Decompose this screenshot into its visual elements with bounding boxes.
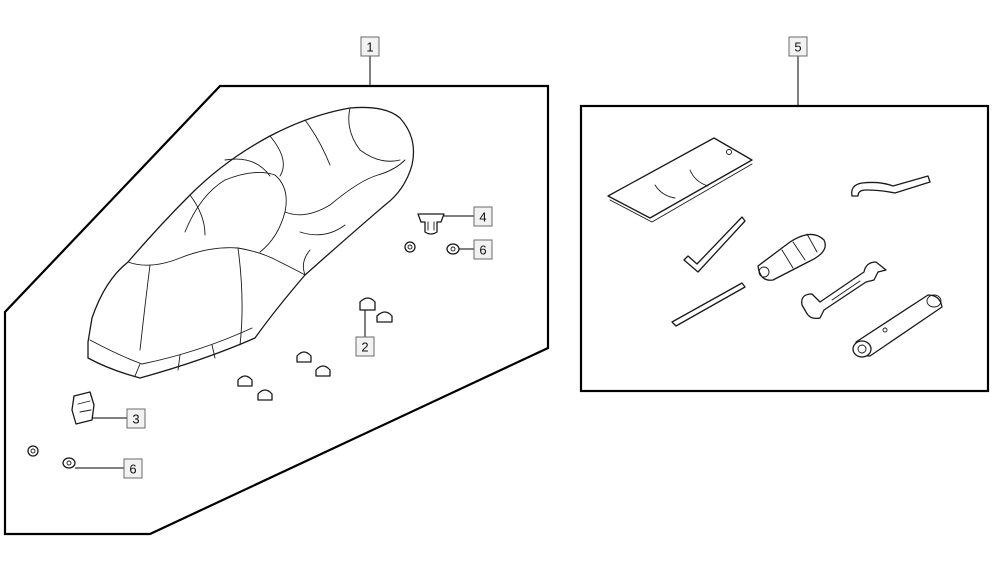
callout-5[interactable]: 5 — [788, 36, 808, 57]
clip — [359, 297, 376, 311]
callout-4-label: 4 — [479, 210, 486, 225]
hex-key[interactable] — [683, 216, 746, 273]
callout-1[interactable]: 1 — [360, 36, 380, 57]
callout-5-label: 5 — [794, 40, 801, 55]
callout-2[interactable]: 2 — [355, 336, 375, 357]
clip-group[interactable] — [237, 297, 393, 401]
toolkit-group-frame — [579, 104, 990, 393]
screwdriver-bit[interactable] — [671, 282, 746, 327]
clip — [296, 351, 312, 363]
callout-4[interactable]: 4 — [473, 206, 493, 227]
callout-2-label: 2 — [361, 340, 368, 355]
seat-group-frame — [3, 84, 550, 536]
seat-part[interactable] — [87, 106, 415, 379]
latch-part-3[interactable] — [71, 391, 95, 425]
clip — [237, 375, 253, 387]
callout-1-label: 1 — [366, 40, 373, 55]
bracket-part-4[interactable] — [417, 213, 445, 235]
callout-6-upper[interactable]: 6 — [473, 239, 493, 260]
callout-3[interactable]: 3 — [126, 408, 146, 429]
clip — [257, 389, 273, 401]
tool-pouch[interactable] — [607, 137, 753, 223]
box-spanner[interactable] — [852, 294, 943, 358]
callout-6-lower[interactable]: 6 — [123, 458, 143, 479]
double-ended-spanner[interactable] — [801, 261, 887, 320]
callout-3-label: 3 — [132, 412, 139, 427]
clip — [376, 311, 393, 323]
nut-pair-lower[interactable] — [27, 445, 76, 469]
nut-pair-upper[interactable] — [404, 241, 460, 255]
callout-6-upper-label: 6 — [479, 243, 486, 258]
screwdriver-handle[interactable] — [757, 233, 826, 281]
clip — [315, 365, 331, 377]
hook-spanner[interactable] — [851, 175, 931, 197]
callout-6-lower-label: 6 — [129, 462, 136, 477]
